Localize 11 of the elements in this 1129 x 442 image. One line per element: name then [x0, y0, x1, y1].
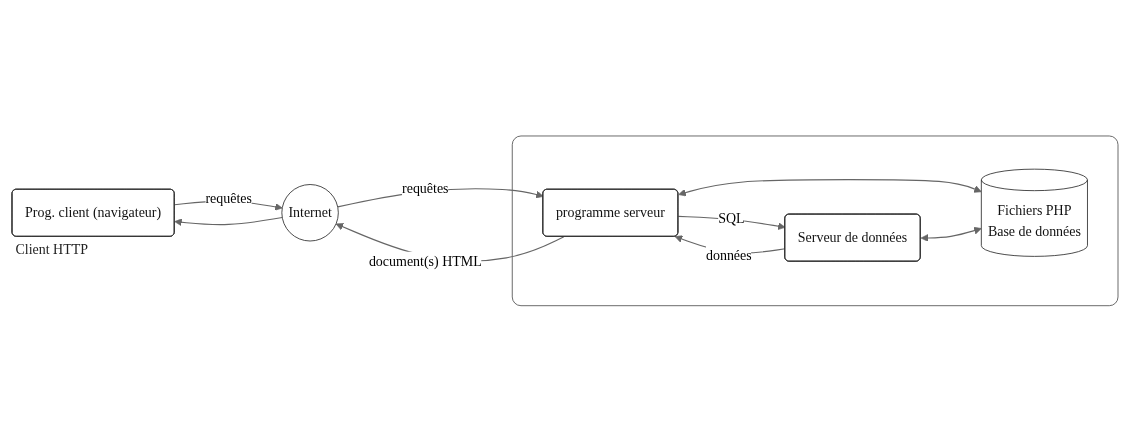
arrow	[173, 217, 283, 227]
arrow	[677, 179, 982, 197]
edge-label: requêtes	[204, 191, 252, 207]
edge-label: requêtes	[401, 180, 449, 196]
cluster	[511, 135, 1118, 307]
edge-label: document(s) HTML	[368, 254, 482, 270]
node-caption: Client HTTP	[15, 241, 88, 257]
edge-label: SQL	[717, 210, 745, 226]
arrow	[920, 227, 982, 242]
node-circle: Internet	[280, 184, 339, 242]
edge-label: données	[705, 248, 752, 264]
